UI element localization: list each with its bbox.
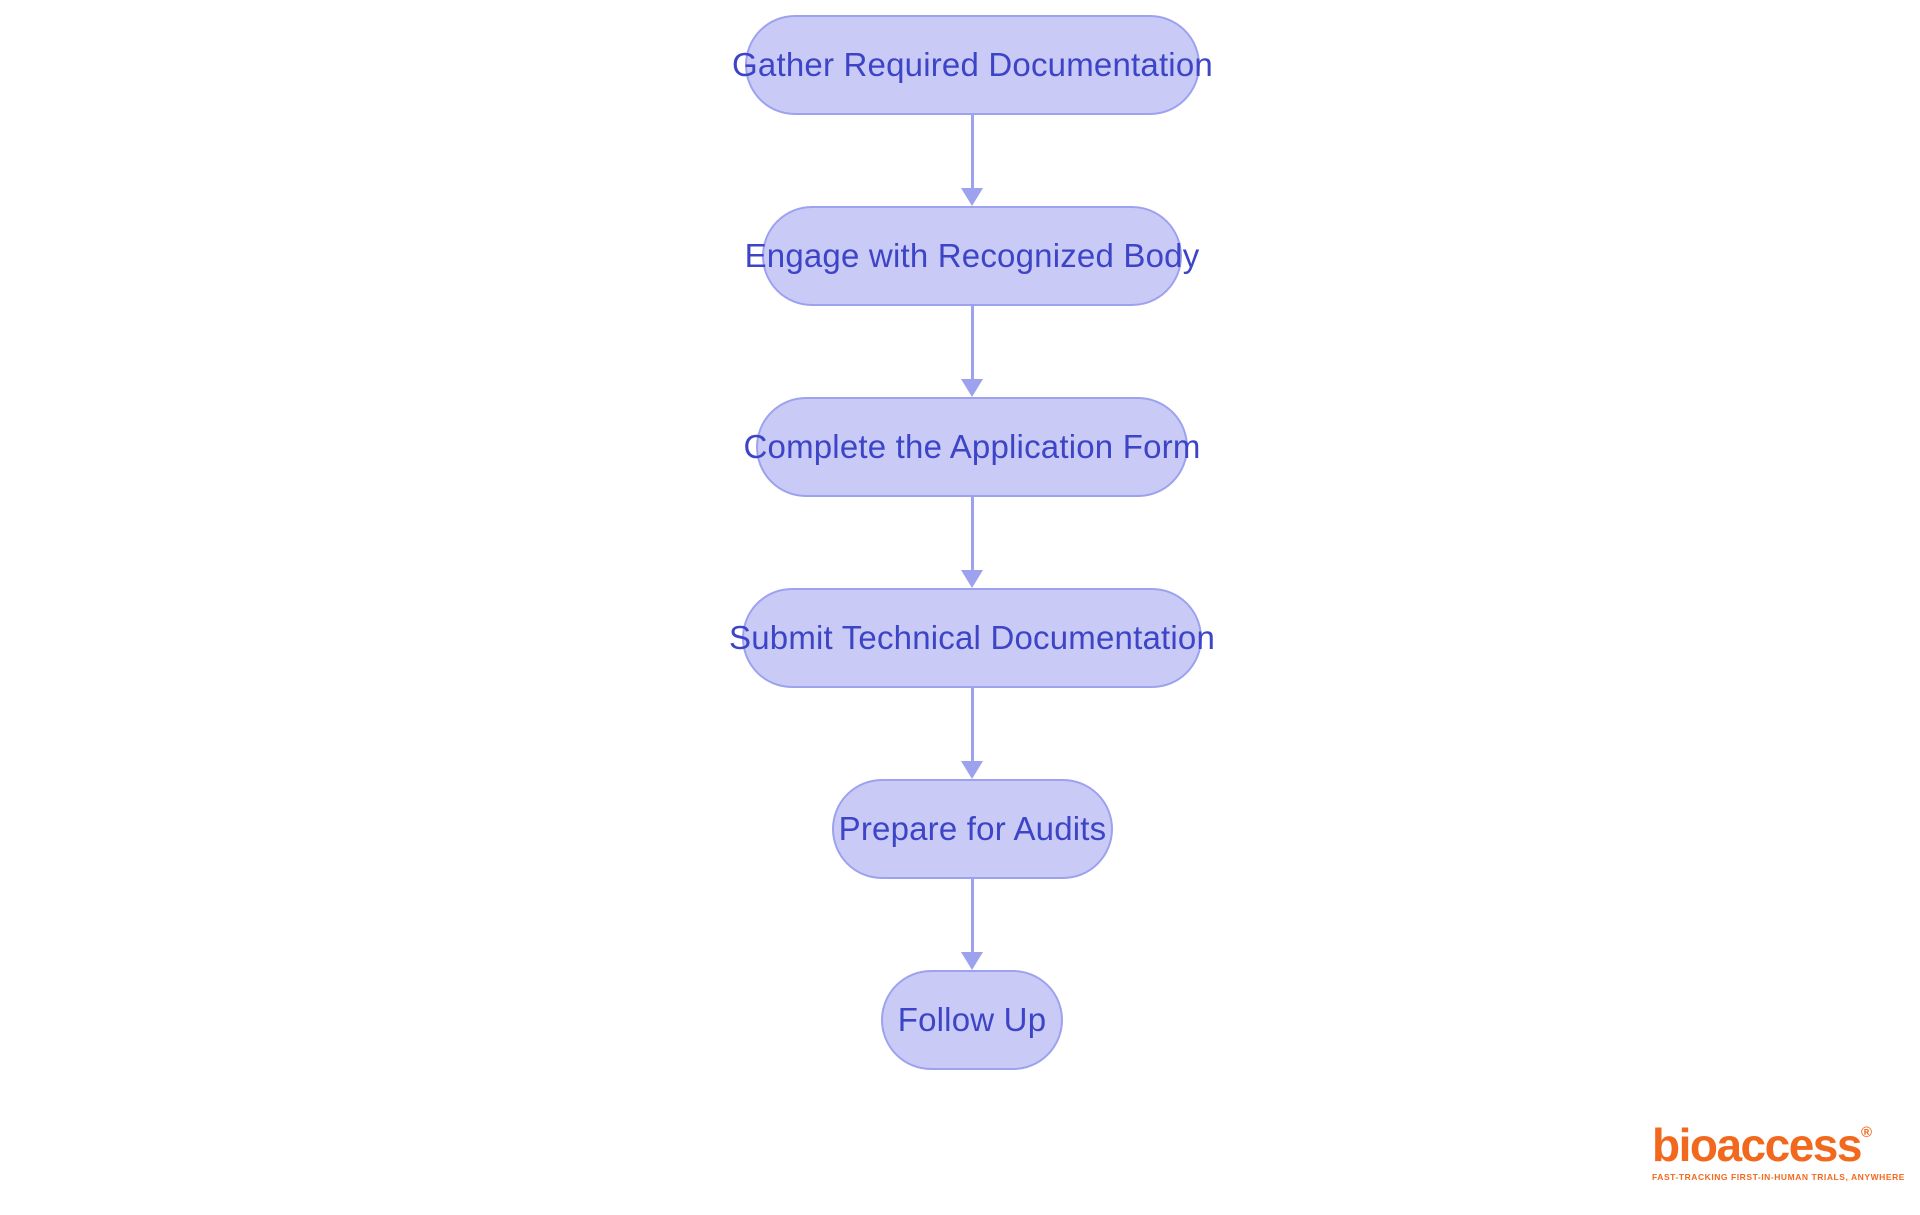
flow-node-label: Submit Technical Documentation [729,619,1215,656]
arrow-head-down-icon [961,188,983,206]
arrow-line [970,688,974,761]
flow-node-label: Follow Up [897,1001,1047,1038]
flow-node-gather-required-documentation: Gather Required Documentation [732,15,1213,115]
flow-arrow-5 [961,879,983,970]
flow-arrow-4 [961,688,983,779]
flow-arrow-2 [961,306,983,397]
flow-node-label: Engage with Recognized Body [744,237,1200,274]
flow-node-prepare-for-audits: Prepare for Audits [832,779,1113,879]
flow-node-label: Prepare for Audits [838,810,1107,847]
flow-arrow-3 [961,497,983,588]
arrow-head-down-icon [961,761,983,779]
flow-node-follow-up: Follow Up [881,970,1063,1070]
flow-node-engage-with-recognized-body: Engage with Recognized Body [745,206,1199,306]
flow-node-complete-the-application-form: Complete the Application Form [743,397,1200,497]
flow-arrow-1 [961,115,983,206]
flow-node-label: Complete the Application Form [743,428,1201,465]
logo-text: bioaccess [1652,1119,1862,1171]
bioaccess-logo: bioaccess® FAST-TRACKING FIRST-IN-HUMAN … [1652,1122,1905,1182]
arrow-head-down-icon [961,379,983,397]
logo-tagline: FAST-TRACKING FIRST-IN-HUMAN TRIALS, ANY… [1652,1172,1905,1182]
registered-trademark-icon: ® [1860,1124,1873,1141]
arrow-line [970,115,974,188]
bioaccess-wordmark: bioaccess® [1652,1122,1905,1168]
arrow-head-down-icon [961,570,983,588]
arrow-line [970,879,974,952]
arrow-line [970,497,974,570]
arrow-line [970,306,974,379]
arrow-head-down-icon [961,952,983,970]
flow-node-submit-technical-documentation: Submit Technical Documentation [729,588,1215,688]
flow-node-label: Gather Required Documentation [732,46,1213,83]
